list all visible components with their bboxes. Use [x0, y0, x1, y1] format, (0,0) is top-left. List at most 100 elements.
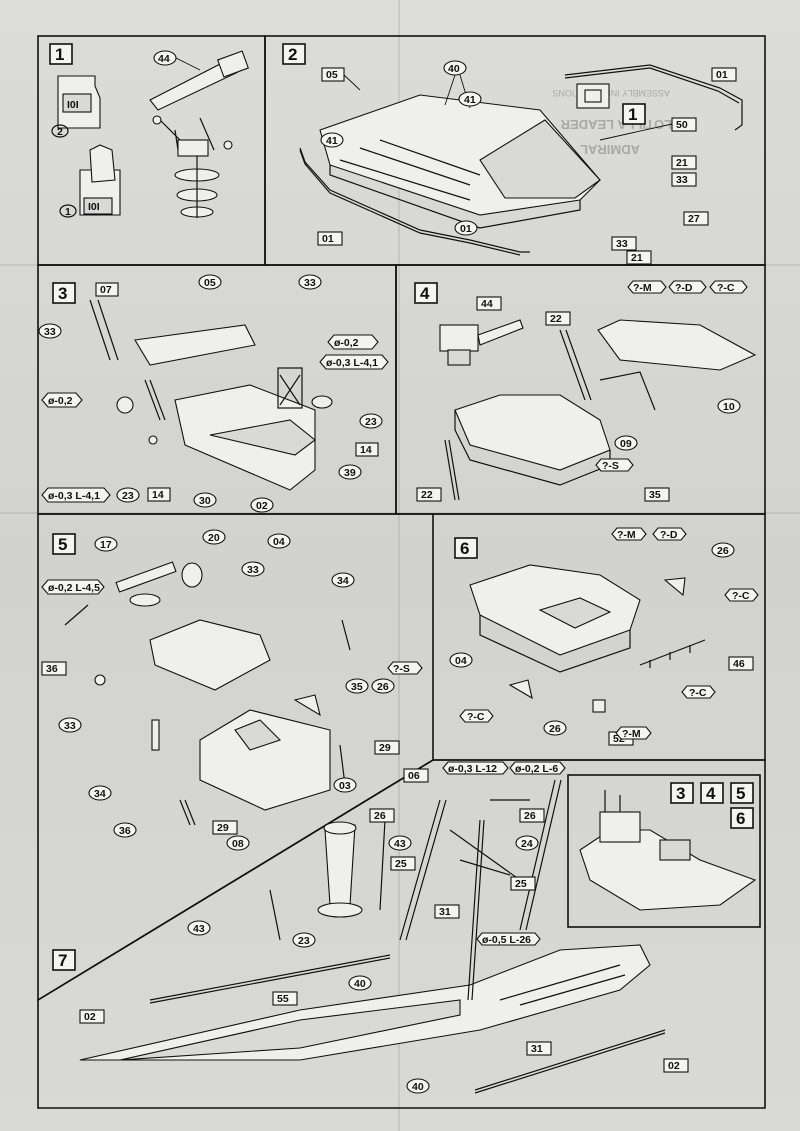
- part-label: 44: [158, 53, 170, 65]
- part-label: ?-M: [617, 529, 636, 541]
- part-label: 04: [273, 536, 285, 548]
- part-label: 01: [716, 69, 728, 81]
- part-label: 43: [394, 838, 406, 850]
- part-label: 36: [119, 825, 131, 837]
- part-label: 2: [57, 126, 63, 138]
- bleed-text: ASSEMBLY INSTRUCTIONS: [552, 88, 670, 98]
- part-label: 21: [676, 157, 688, 169]
- step-number: 2: [288, 45, 297, 64]
- part-label: 31: [439, 906, 451, 918]
- svg-text:I0I: I0I: [67, 99, 79, 111]
- part-label: 33: [64, 720, 76, 732]
- part-label: 46: [733, 658, 745, 670]
- part-label: ?-M: [622, 728, 641, 740]
- step-1: 1 I0I I0I 44 2 1: [49, 43, 249, 218]
- part-label: ø-0,2: [334, 337, 359, 349]
- part-label: 02: [256, 500, 268, 512]
- part-label: 33: [44, 326, 56, 338]
- svg-text:I0I: I0I: [88, 201, 100, 213]
- part-label: 34: [94, 788, 106, 800]
- part-label: 23: [298, 935, 310, 947]
- part-label: 35: [351, 681, 363, 693]
- part-label: 26: [717, 545, 729, 557]
- part-label: 26: [549, 723, 561, 735]
- step-6: 6 ?-M ?-D 26 ?-C 04 46 ?-C ?-C 26 52 ?-M: [449, 527, 759, 746]
- part-label: ø-0,2: [48, 395, 73, 407]
- part-label: 06: [408, 770, 420, 782]
- step-2: 2 05 40 41 01 1 50 21 33 27: [282, 43, 743, 265]
- part-label: 14: [152, 489, 164, 501]
- step-3: 3 07 05 33 33 ø-0,2 ø-0,3 L-4,1 ø-0,2 23…: [38, 274, 389, 513]
- part-label: 39: [344, 467, 356, 479]
- part-label: 31: [531, 1043, 543, 1055]
- step-number: 3: [58, 284, 67, 303]
- inset-step: 6: [736, 809, 745, 828]
- part-label: 41: [464, 94, 476, 106]
- part-label: 1: [628, 105, 637, 124]
- part-label: 23: [365, 416, 377, 428]
- part-label: ?-D: [675, 282, 693, 294]
- inset-step: 5: [736, 784, 745, 803]
- part-label: ø-0,5 L-26: [482, 934, 531, 946]
- part-label: 25: [395, 858, 407, 870]
- step-number: 5: [58, 535, 67, 554]
- part-label: 21: [631, 252, 643, 264]
- inset-assembled: 3 4 5 6: [567, 774, 761, 928]
- part-label: 09: [620, 438, 632, 450]
- part-label: 26: [374, 810, 386, 822]
- part-label: 23: [122, 490, 134, 502]
- part-label: 40: [412, 1081, 424, 1093]
- part-label: 02: [668, 1060, 680, 1072]
- part-label: 20: [208, 532, 220, 544]
- step-number: 7: [58, 951, 67, 970]
- part-label: 1: [65, 206, 71, 218]
- part-label: ?-C: [732, 590, 750, 602]
- inset-step: 3: [676, 784, 685, 803]
- part-label: 36: [46, 663, 58, 675]
- part-label: ?-C: [717, 282, 735, 294]
- step-5: 5 17 20 04 ø-0,2 L-4,5 33 34 36 ?-S 35 2…: [41, 529, 423, 838]
- part-label: 22: [550, 313, 562, 325]
- part-label: 34: [337, 575, 349, 587]
- part-label: 04: [455, 655, 467, 667]
- part-label: 01: [322, 233, 334, 245]
- part-label: 29: [379, 742, 391, 754]
- bleed-text: FLOTILLA LEADER: [560, 117, 680, 132]
- part-label: ?-C: [689, 687, 707, 699]
- part-label: 07: [100, 284, 112, 296]
- part-label: ø-0,2 L-4,5: [48, 582, 100, 594]
- part-label: 22: [421, 489, 433, 501]
- part-label: ø-0,3 L-4,1: [326, 357, 378, 369]
- part-label: 08: [232, 838, 244, 850]
- part-label: 35: [649, 489, 661, 501]
- part-label: 33: [676, 174, 688, 186]
- part-label: ?-S: [393, 663, 410, 675]
- part-label: ø-0,2 L-6: [515, 763, 558, 775]
- fold-line-vertical: [398, 0, 400, 1131]
- part-label: 05: [326, 69, 338, 81]
- part-label: 26: [377, 681, 389, 693]
- panel-frames: [37, 35, 766, 1109]
- part-label: 29: [217, 822, 229, 834]
- step-number: 1: [55, 45, 64, 64]
- part-label: 02: [84, 1011, 96, 1023]
- part-label: 25: [515, 878, 527, 890]
- inset-step: 4: [706, 784, 716, 803]
- part-label: 33: [304, 277, 316, 289]
- part-label: 50: [676, 119, 688, 131]
- part-label: 01: [460, 223, 472, 235]
- part-label: 17: [100, 539, 112, 551]
- part-label: 26: [524, 810, 536, 822]
- part-label: 55: [277, 993, 289, 1005]
- bleed-text: ADMIRAL: [580, 142, 640, 157]
- part-label: ?-C: [467, 711, 485, 723]
- part-label: 27: [688, 213, 700, 225]
- part-label: 44: [481, 298, 493, 310]
- background-bleed-text: ADMIRAL FLOTILLA LEADER ASSEMBLY INSTRUC…: [552, 88, 680, 157]
- part-label: 33: [616, 238, 628, 250]
- part-label: 41: [326, 135, 338, 147]
- part-label: 30: [199, 495, 211, 507]
- part-label: ?-M: [633, 282, 652, 294]
- part-label: ø-0,3 L-4,1: [48, 490, 100, 502]
